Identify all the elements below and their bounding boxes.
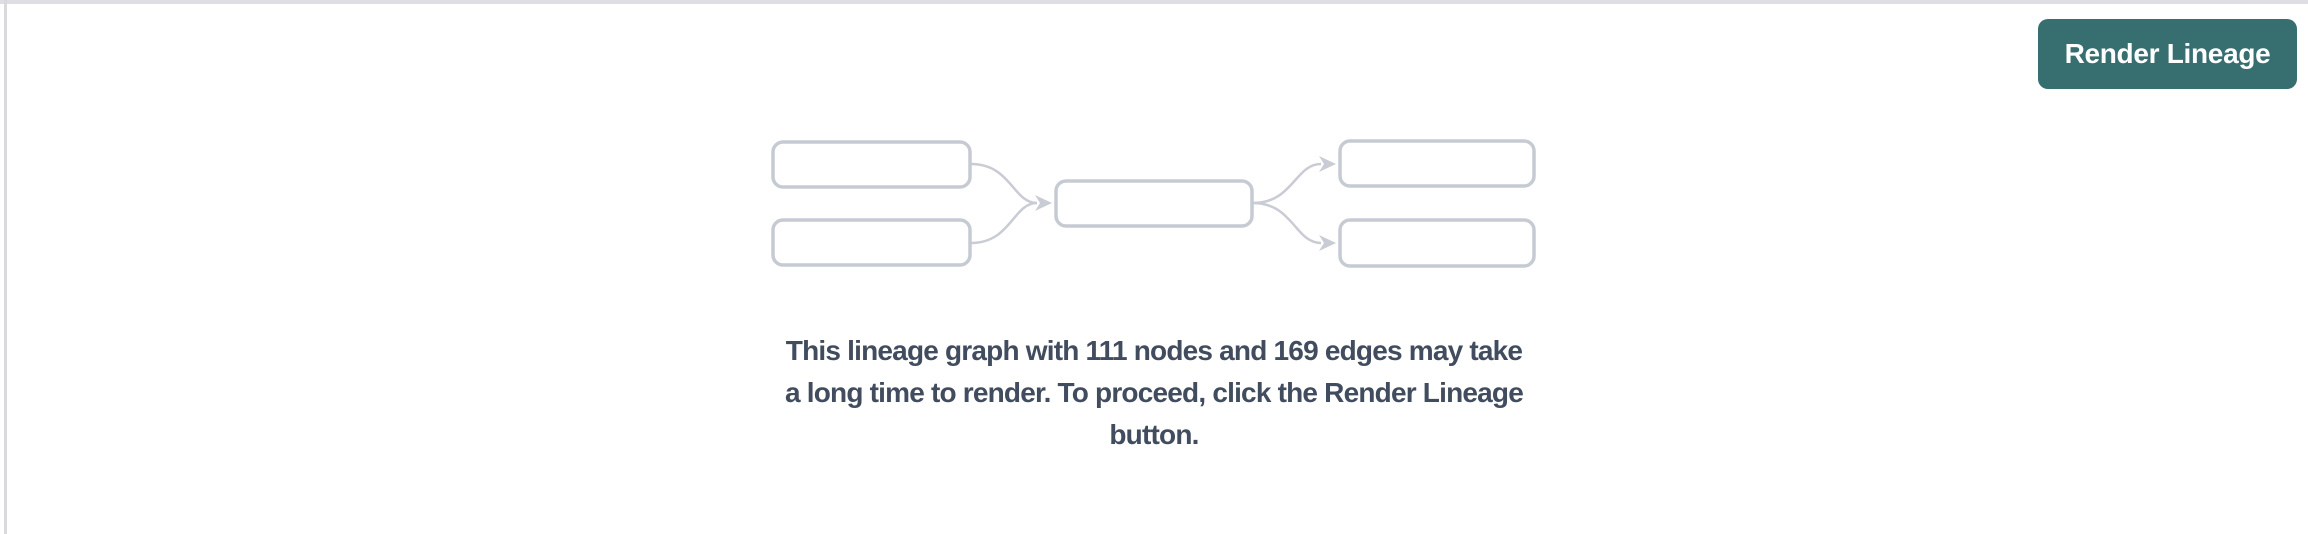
message-line-2: a long time to render. To proceed, click… (784, 377, 1524, 408)
message-line-3: button. (1109, 419, 1199, 450)
message-line-1: This lineage graph with 111 nodes and 16… (785, 335, 1523, 366)
render-lineage-button[interactable]: Render Lineage (2038, 19, 2297, 89)
top-divider (0, 0, 2308, 4)
lineage-empty-state: This lineage graph with 111 nodes and 16… (771, 139, 1537, 456)
lineage-placeholder-diagram-icon (771, 139, 1536, 268)
left-divider (4, 0, 7, 534)
lineage-warning-message: This lineage graph with 111 nodes and 16… (784, 330, 1524, 456)
